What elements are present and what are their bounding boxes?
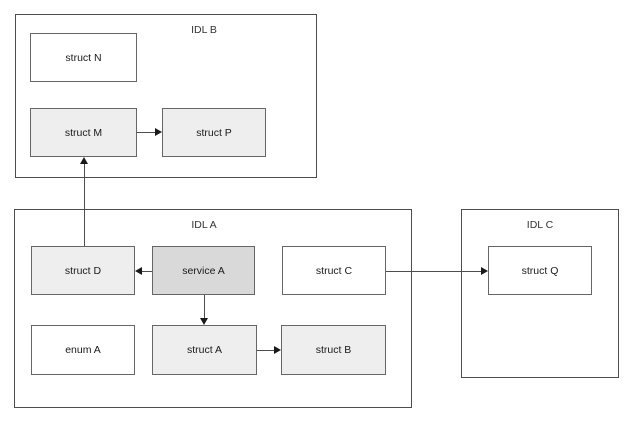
- node-struct-m[interactable]: struct M: [30, 108, 137, 157]
- node-service-a[interactable]: service A: [152, 246, 255, 295]
- edge-struct-a-to-struct-b-line: [257, 350, 274, 351]
- edge-service-a-to-struct-d-arrowhead: [135, 267, 142, 275]
- container-idl-a[interactable]: [14, 209, 412, 408]
- node-struct-c[interactable]: struct C: [282, 246, 386, 295]
- edge-struct-m-to-struct-p-line: [137, 132, 155, 133]
- node-struct-q-label: struct Q: [521, 264, 559, 277]
- node-struct-c-label: struct C: [315, 264, 353, 277]
- node-struct-q[interactable]: struct Q: [488, 246, 592, 295]
- edge-struct-c-to-struct-q-arrowhead: [481, 267, 488, 275]
- edge-struct-c-to-struct-q-line: [386, 271, 481, 272]
- edge-service-a-to-struct-d-line: [142, 271, 152, 272]
- edge-struct-m-to-struct-p-arrowhead: [155, 128, 162, 136]
- node-struct-a-label: struct A: [186, 344, 222, 356]
- node-struct-n[interactable]: struct N: [30, 33, 137, 82]
- container-idl-a-label: IDL A: [191, 219, 217, 231]
- container-idl-b-label: IDL B: [191, 24, 217, 36]
- container-idl-c-label: IDL C: [526, 219, 554, 231]
- node-enum-a[interactable]: enum A: [31, 325, 135, 375]
- node-struct-b-label: struct B: [315, 344, 352, 356]
- node-service-a-label: service A: [182, 264, 225, 277]
- node-struct-d-label: struct D: [64, 264, 102, 277]
- node-struct-a[interactable]: struct A: [152, 325, 257, 375]
- edge-struct-d-to-struct-m-arrowhead: [80, 157, 88, 164]
- edge-service-a-to-struct-a-arrowhead: [200, 318, 208, 325]
- edge-service-a-to-struct-a-line: [204, 295, 205, 318]
- edge-struct-a-to-struct-b-arrowhead: [274, 346, 281, 354]
- node-struct-p[interactable]: struct P: [162, 108, 266, 157]
- node-struct-p-label: struct P: [196, 126, 232, 139]
- node-struct-n-label: struct N: [65, 51, 102, 64]
- node-enum-a-label: enum A: [65, 344, 101, 356]
- node-struct-b[interactable]: struct B: [281, 325, 386, 375]
- node-struct-d[interactable]: struct D: [31, 246, 135, 295]
- node-struct-m-label: struct M: [64, 126, 103, 139]
- edge-struct-d-to-struct-m-line: [84, 164, 85, 246]
